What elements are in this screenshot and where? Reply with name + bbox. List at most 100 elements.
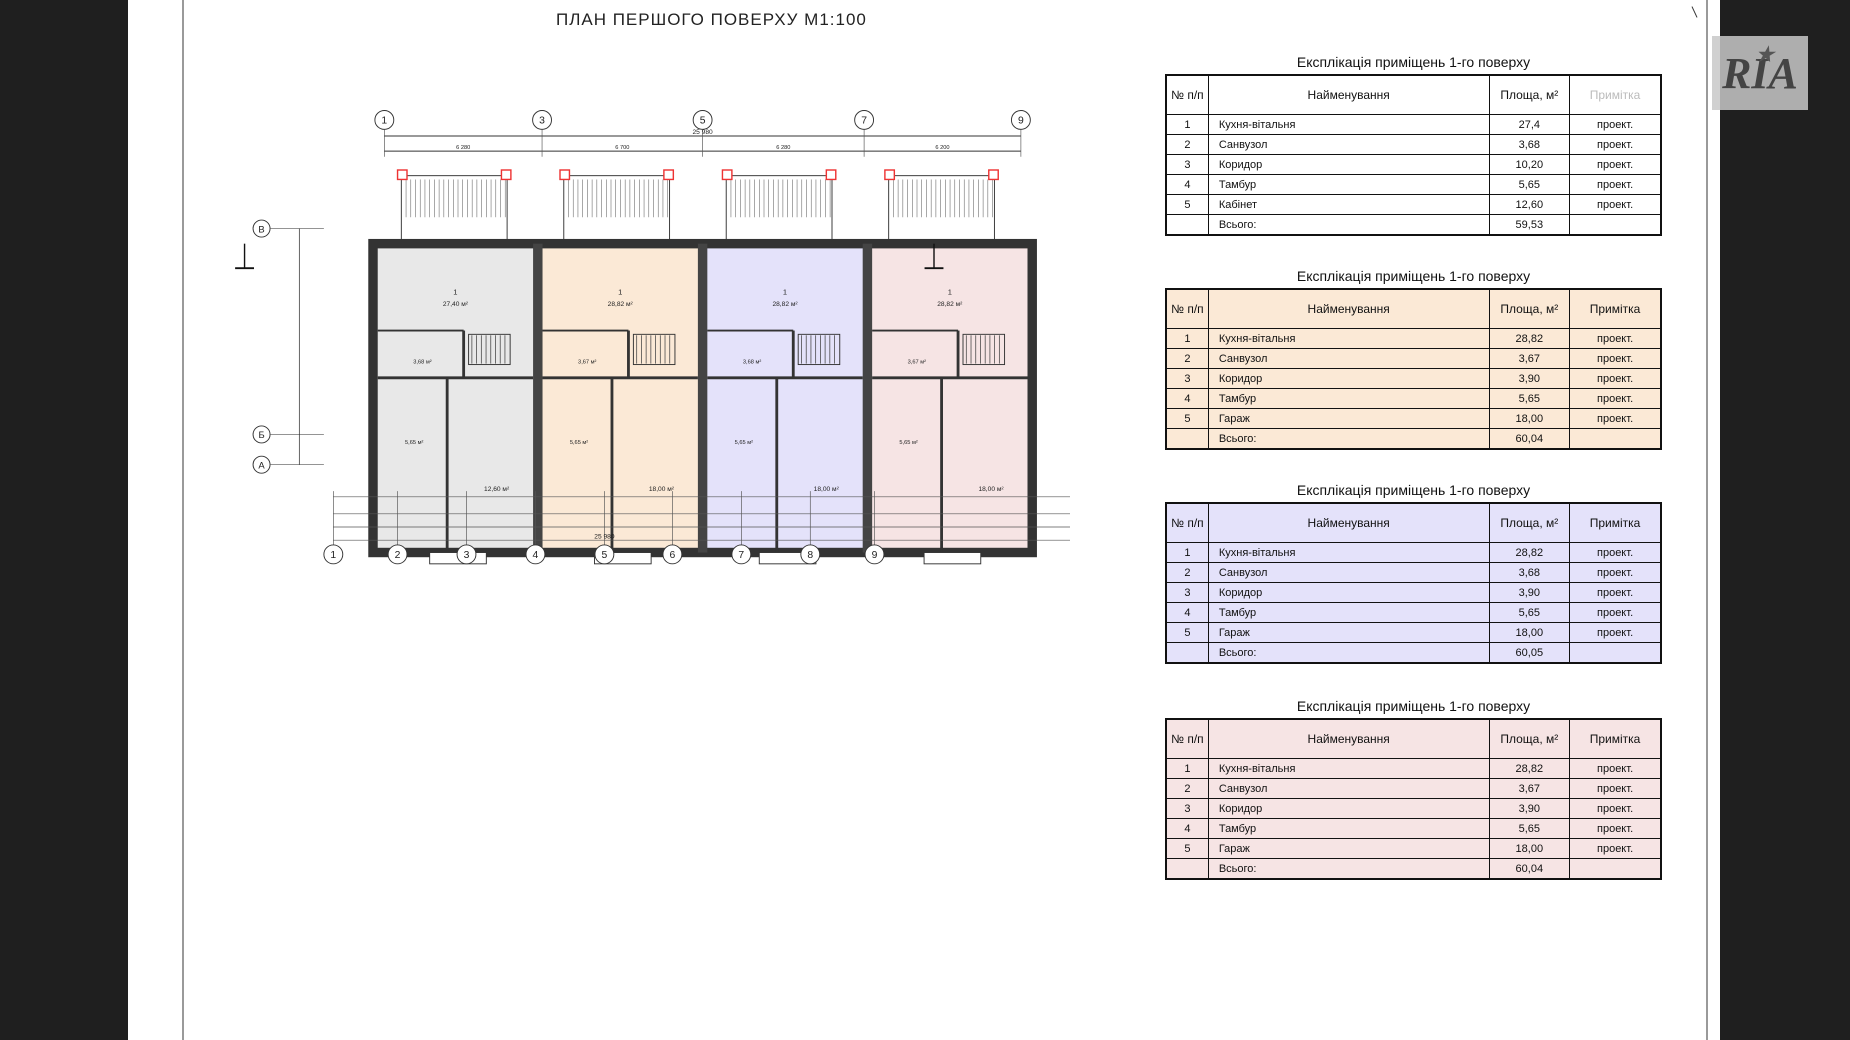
cell-area: 3,68 — [1488, 562, 1571, 583]
table-title: Експлікація приміщень 1-го поверху — [1296, 268, 1531, 284]
room-area-garage: 18,00 м² — [814, 486, 840, 493]
header-note: Примітка — [1569, 502, 1662, 543]
cell-note: проект. — [1569, 582, 1662, 603]
party-wall — [697, 243, 708, 553]
cell-name: Тамбур — [1207, 388, 1490, 409]
cell-area: 10,20 — [1488, 154, 1571, 175]
unit-fill — [867, 243, 1033, 553]
cell-area: 5,65 — [1488, 174, 1571, 195]
header-no: № п/п — [1165, 502, 1209, 543]
axis-bubble-top — [374, 110, 395, 130]
axis-label-bottom: 5 — [601, 550, 607, 561]
cell-note: проект. — [1569, 134, 1662, 155]
axis-label-bottom: 4 — [533, 550, 539, 561]
cell-name: Гараж — [1207, 408, 1490, 429]
cell-area: 60,04 — [1488, 858, 1571, 880]
cell-no: 3 — [1165, 798, 1209, 819]
party-wall — [862, 243, 873, 553]
terrace — [563, 175, 671, 245]
cell-no: 1 — [1165, 328, 1209, 349]
axis-label-top: 1 — [381, 116, 387, 127]
cell-no: 2 — [1165, 562, 1209, 583]
cell-no — [1165, 428, 1209, 450]
cell-no: 1 — [1165, 114, 1209, 135]
table-row: Всього:60,05 — [1165, 642, 1662, 664]
plan-title: ПЛАН ПЕРШОГО ПОВЕРХУ М1:100 — [556, 10, 867, 29]
unit-fill — [537, 243, 703, 553]
cell-note: проект. — [1569, 388, 1662, 409]
table-title: Експлікація приміщень 1-го поверху — [1296, 54, 1531, 70]
column-marker — [721, 169, 733, 181]
cell-area: 18,00 — [1488, 408, 1571, 429]
room-area-main: 28,82 м² — [937, 301, 963, 308]
cell-name: Кухня-вітальня — [1207, 114, 1490, 135]
cell-no: 5 — [1165, 408, 1209, 429]
axis-bubble-top — [532, 110, 552, 130]
room-area-wc: 3,68 м² — [413, 360, 431, 366]
cell-name: Тамбур — [1207, 174, 1490, 195]
cell-no: 4 — [1165, 388, 1209, 409]
column-marker — [396, 169, 408, 181]
room-number: 1 — [453, 288, 457, 297]
axis-label-top: 9 — [1018, 116, 1024, 127]
cell-name: Санвузол — [1207, 134, 1490, 155]
cell-name: Всього: — [1207, 642, 1490, 664]
cell-note: проект. — [1569, 114, 1662, 135]
frame-line-right — [1706, 0, 1708, 1040]
cell-area: 59,53 — [1488, 214, 1571, 236]
axis-label-side: Б — [258, 430, 264, 441]
axis-bubble-bottom — [456, 544, 477, 565]
cell-name: Санвузол — [1207, 778, 1490, 799]
cell-area: 28,82 — [1488, 758, 1571, 779]
header-note: Примітка — [1569, 74, 1662, 115]
cell-note: проект. — [1569, 328, 1662, 349]
cell-no: 3 — [1165, 582, 1209, 603]
header-area: Площа, м² — [1488, 502, 1571, 543]
star-icon: ★ — [1756, 44, 1774, 66]
axis-bubble-bottom — [594, 544, 615, 565]
room-area-main: 28,82 м² — [772, 301, 798, 308]
cell-note: проект. — [1569, 818, 1662, 839]
axis-bubble-bottom — [323, 544, 344, 565]
table-title: Експлікація приміщень 1-го поверху — [1296, 482, 1531, 498]
column-marker — [500, 169, 512, 181]
header-area: Площа, м² — [1488, 288, 1571, 329]
axis-label-bottom: 2 — [395, 550, 401, 561]
cell-name: Коридор — [1207, 582, 1490, 603]
cell-name: Всього: — [1207, 428, 1490, 450]
cell-note: проект. — [1569, 838, 1662, 859]
axis-label-bottom: 6 — [669, 550, 675, 561]
cell-note: проект. — [1569, 368, 1662, 389]
cell-note: проект. — [1569, 562, 1662, 583]
cell-no: 1 — [1165, 758, 1209, 779]
unit-fill — [373, 243, 538, 553]
cell-area: 28,82 — [1488, 328, 1571, 349]
axis-bubble-side — [252, 455, 271, 474]
room-number: 1 — [948, 288, 952, 297]
frame-line-left — [182, 0, 184, 1040]
room-area-main: 27,40 м² — [443, 301, 469, 308]
cell-note: проект. — [1569, 194, 1662, 215]
cell-note: проект. — [1569, 798, 1662, 819]
header-note: Примітка — [1569, 718, 1662, 759]
cell-no — [1165, 642, 1209, 664]
cell-no: 5 — [1165, 838, 1209, 859]
room-area-tambur: 5,65 м² — [405, 440, 423, 446]
cell-name: Всього: — [1207, 214, 1490, 236]
